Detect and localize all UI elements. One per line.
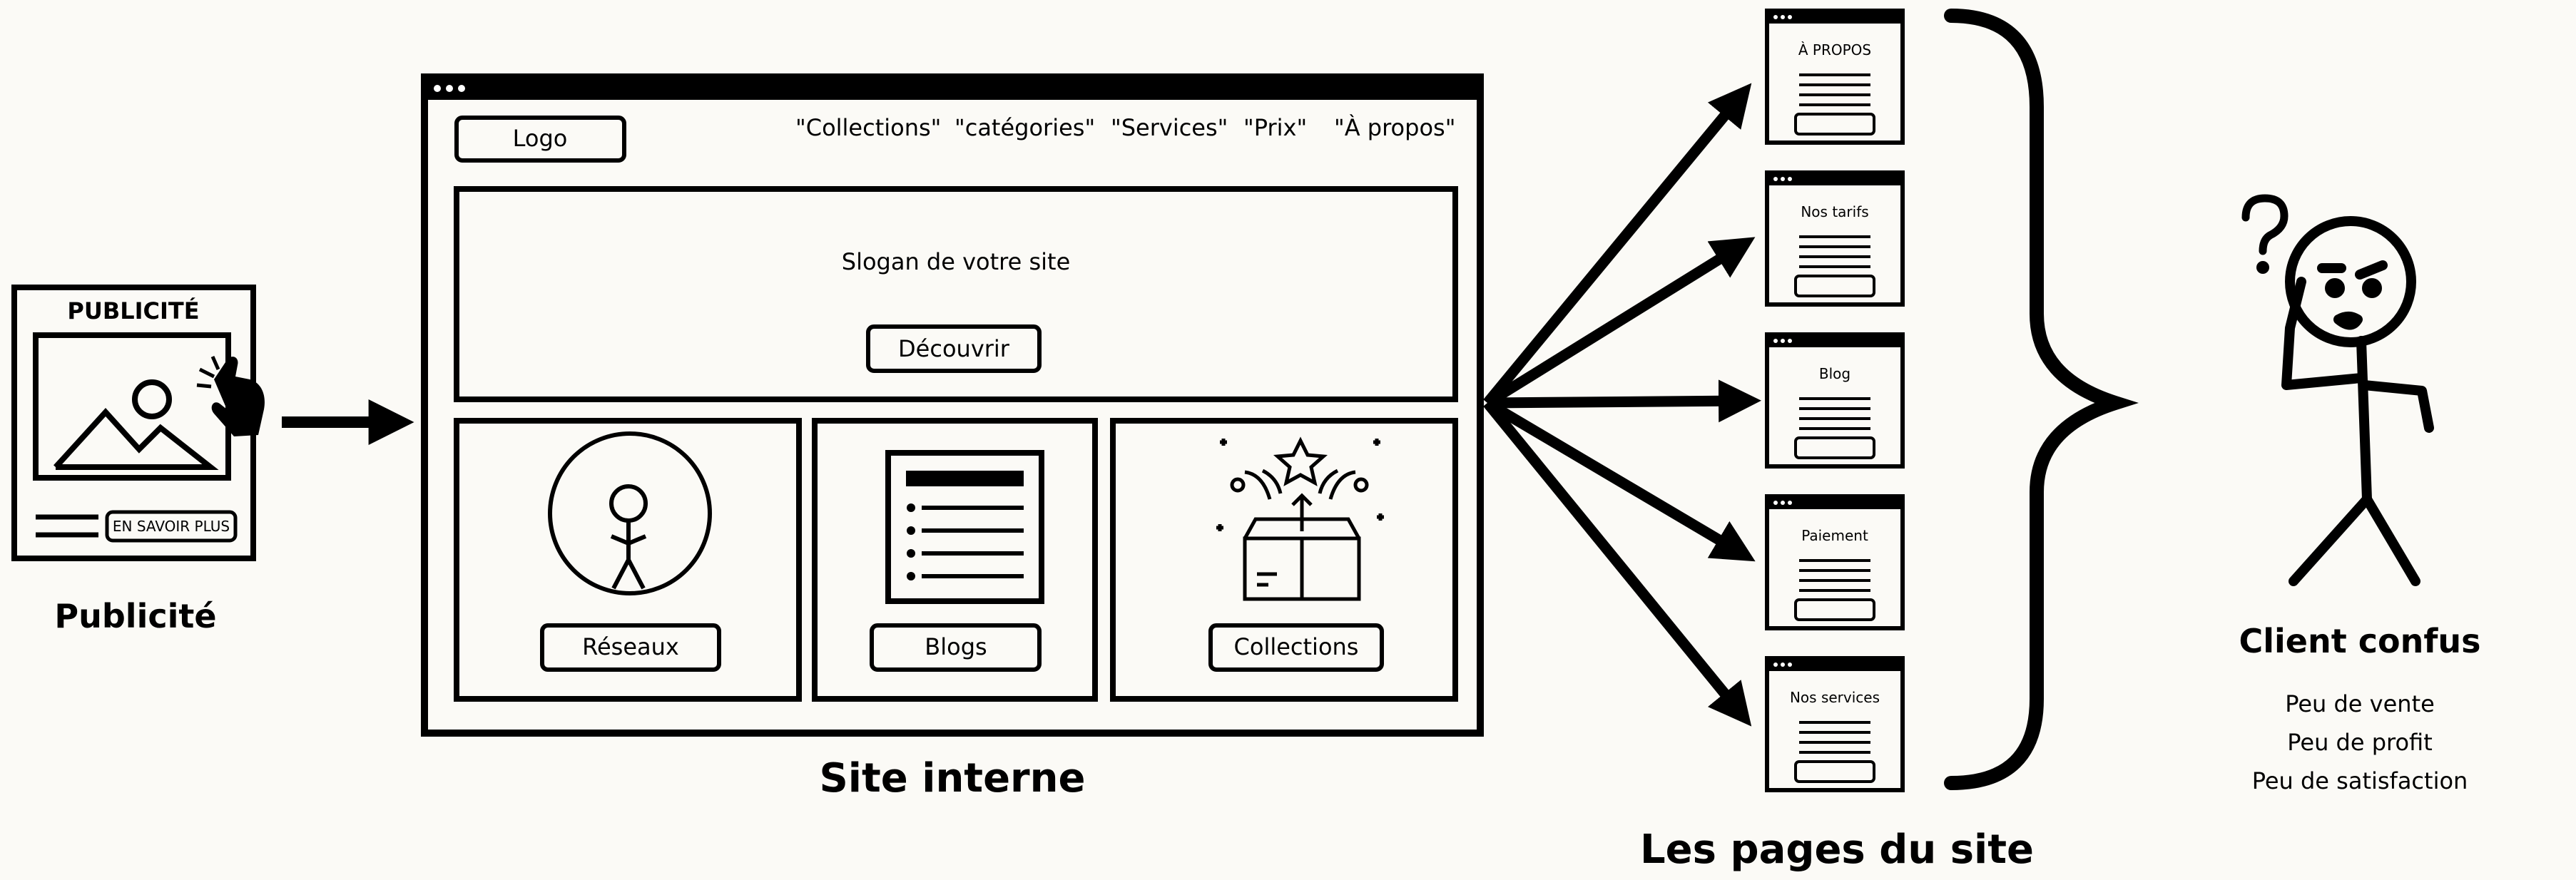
page-title: Paiement	[1801, 527, 1868, 544]
window-dot	[458, 85, 465, 92]
site-pages: À PROPOS Nos tarifs Blog	[1640, 9, 2034, 873]
card-collections-label: Collections	[1234, 633, 1359, 660]
arrow-to-page-paiement	[1485, 398, 1756, 562]
nav-item-categories[interactable]: "catégories"	[954, 114, 1095, 141]
gift-box-fireworks-icon	[1216, 436, 1384, 601]
discover-label: Découvrir	[898, 335, 1010, 362]
page-card-a-propos[interactable]: À PROPOS	[1765, 9, 1905, 145]
card-reseaux	[454, 418, 802, 702]
card-blogs	[812, 418, 1098, 702]
ad-caption: Publicité	[54, 597, 216, 635]
pointer-hand-icon	[196, 355, 265, 436]
confused-stick-figure-icon	[2281, 216, 2434, 586]
site-caption: Site interne	[819, 755, 1085, 802]
nav-item-services[interactable]: "Services"	[1111, 114, 1228, 141]
site-titlebar	[424, 77, 1480, 100]
card-reseaux-button[interactable]	[540, 623, 721, 672]
question-mark-icon	[2241, 194, 2289, 274]
client-line-vente: Peu de vente	[2285, 690, 2435, 717]
page-title: Blog	[1819, 365, 1850, 382]
arrow-to-page-nos-services	[1483, 399, 1752, 727]
card-blogs-label: Blogs	[925, 633, 987, 660]
window-dot	[434, 85, 441, 92]
ad-learn-more-button[interactable]	[105, 510, 238, 543]
client-panel: Client confus Peu de vente Peu de profit…	[2239, 194, 2481, 794]
client-title: Client confus	[2239, 622, 2480, 660]
person-circle-icon	[548, 431, 712, 595]
ad-panel: PUBLICITÉ EN SAVOIR PLUS Publicité	[11, 285, 265, 635]
card-reseaux-label: Réseaux	[582, 633, 679, 660]
image-icon	[54, 379, 219, 470]
card-blogs-button[interactable]	[870, 623, 1042, 672]
page-title: À PROPOS	[1798, 41, 1871, 58]
ad-learn-more-label: EN SAVOIR PLUS	[113, 518, 230, 535]
arrows-site-to-pages	[1483, 83, 1761, 727]
hero-slogan: Slogan de votre site	[842, 248, 1071, 275]
page-title: Nos tarifs	[1801, 203, 1868, 220]
nav-item-collections[interactable]: "Collections"	[795, 114, 941, 141]
page-card-blog[interactable]: Blog	[1765, 332, 1905, 469]
arrow-to-page-a-propos	[1483, 83, 1752, 406]
client-line-satisfaction: Peu de satisfaction	[2252, 767, 2468, 794]
hero-section	[454, 186, 1458, 402]
page-card-paiement[interactable]: Paiement	[1765, 494, 1905, 630]
site-logo-button[interactable]	[454, 116, 626, 163]
curly-brace	[1944, 9, 2139, 790]
arrow-to-page-nos-tarifs	[1485, 237, 1756, 408]
pages-caption: Les pages du site	[1640, 827, 2034, 873]
ad-header: PUBLICITÉ	[67, 297, 199, 324]
arrow-to-page-blog	[1487, 379, 1761, 423]
document-list-icon	[885, 450, 1044, 604]
nav-item-prix[interactable]: "Prix"	[1243, 114, 1307, 141]
page-card-nos-services[interactable]: Nos services	[1765, 656, 1905, 792]
card-collections	[1110, 418, 1458, 702]
nav-item-a-propos[interactable]: "À propos"	[1334, 114, 1455, 141]
site-window: Logo "Collections" "catégories" "Service…	[421, 73, 1484, 802]
site-logo-label: Logo	[513, 125, 568, 152]
client-line-profit: Peu de profit	[2287, 729, 2433, 756]
window-dot	[446, 85, 453, 92]
page-card-nos-tarifs[interactable]: Nos tarifs	[1765, 170, 1905, 307]
card-collections-button[interactable]	[1208, 623, 1384, 672]
discover-button[interactable]	[866, 324, 1042, 373]
page-title: Nos services	[1790, 689, 1880, 706]
